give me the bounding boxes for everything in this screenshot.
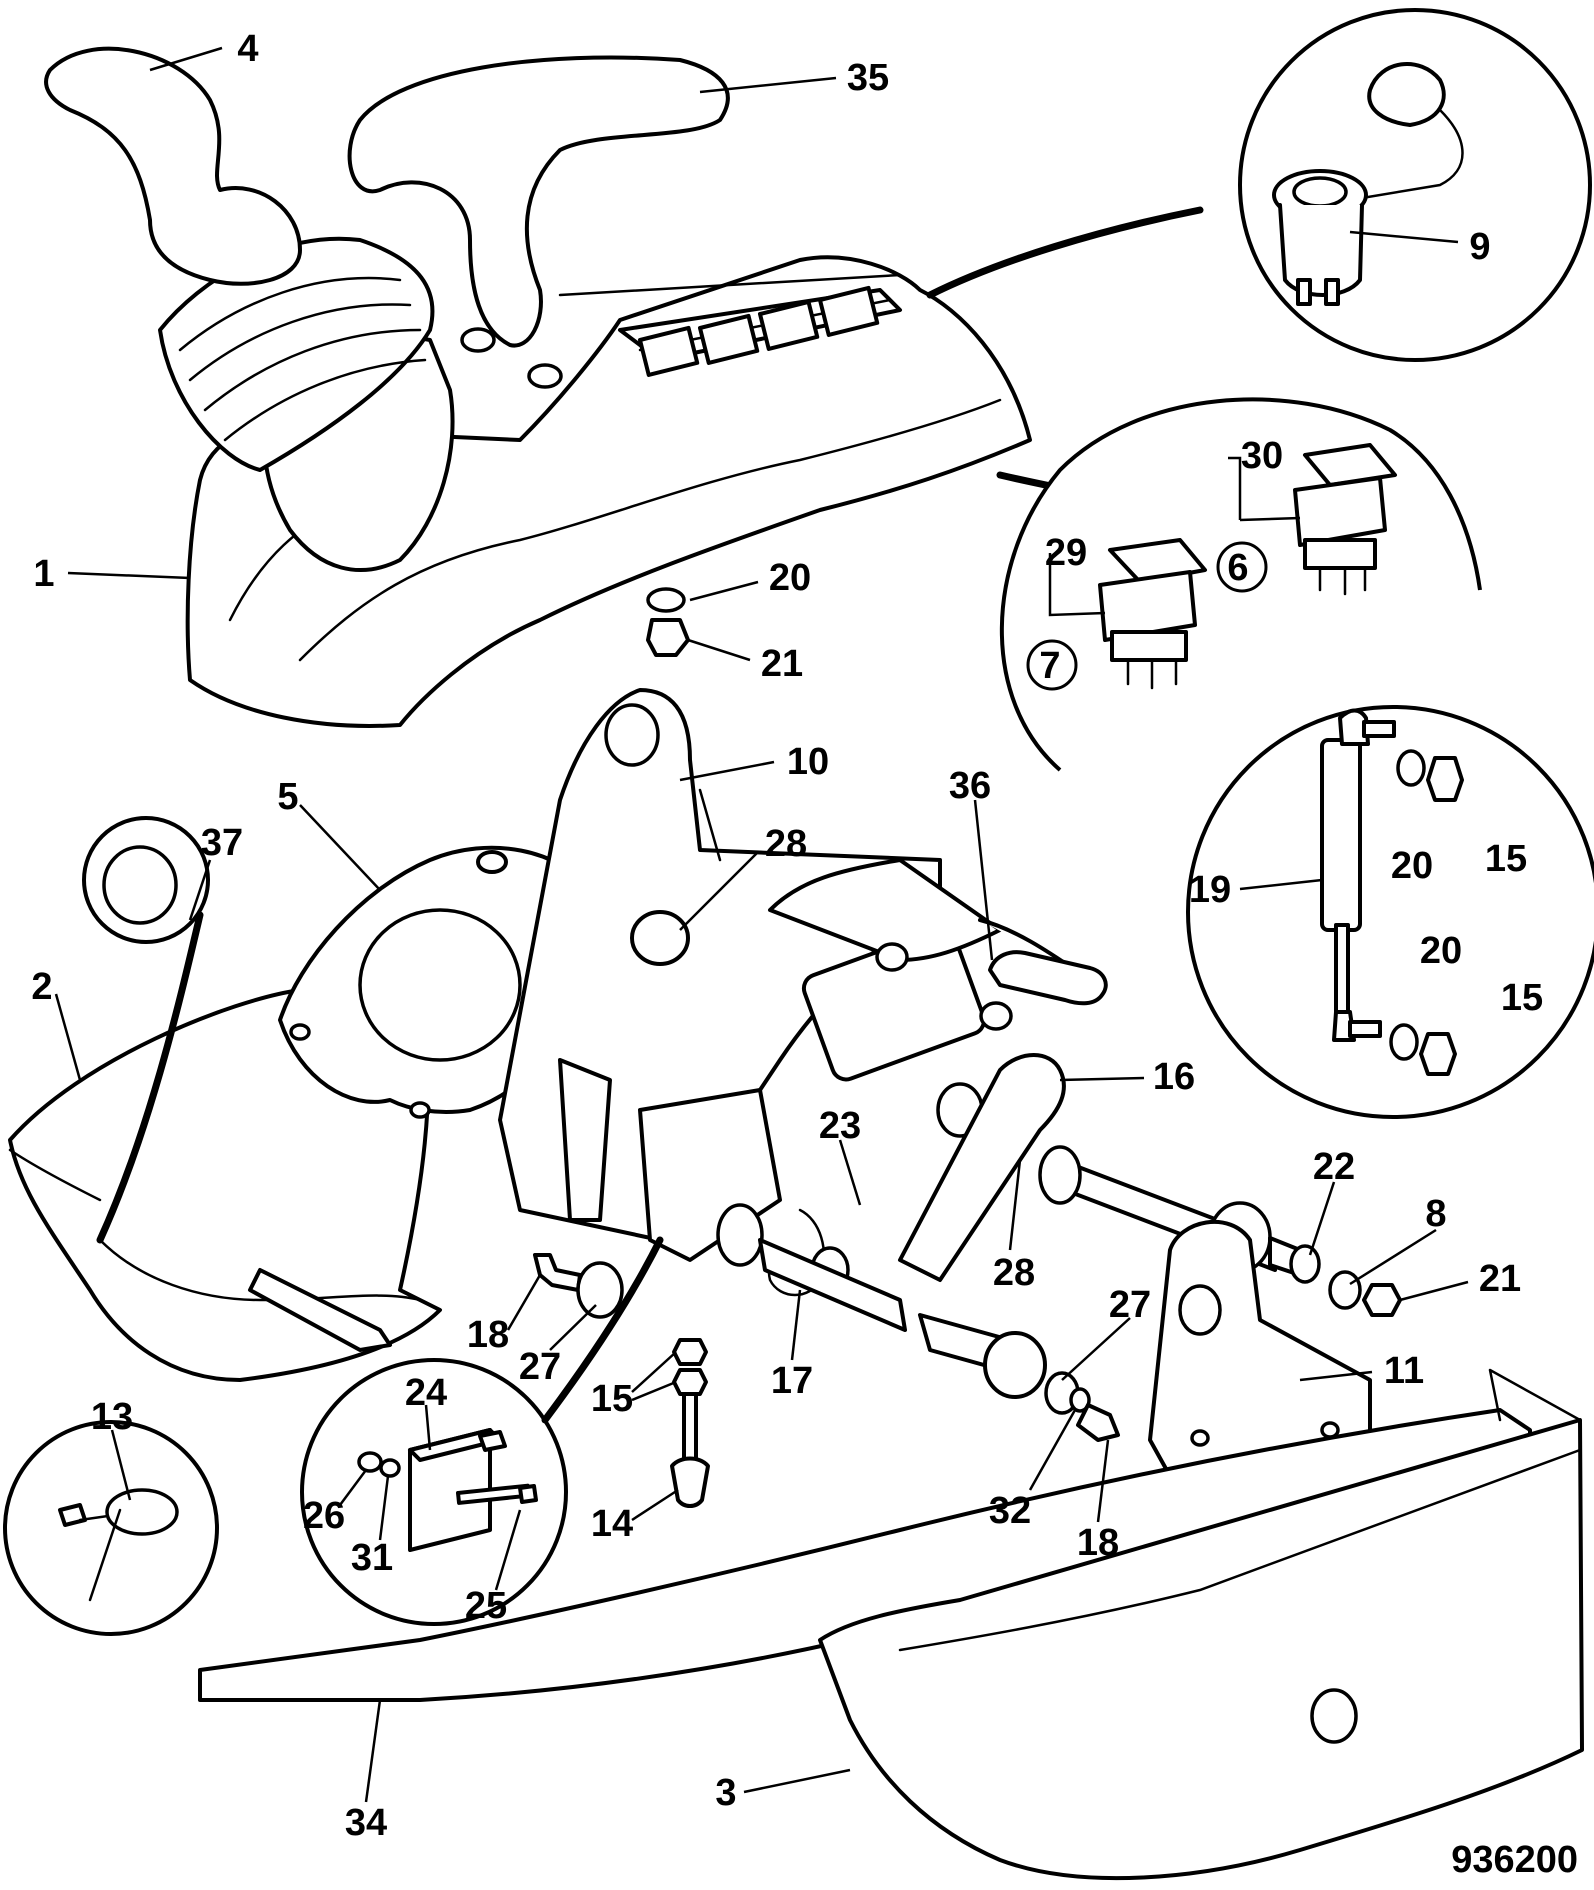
stop-bolt	[670, 1338, 710, 1508]
callout-label: 28	[765, 823, 807, 865]
inset-grommet	[82, 816, 210, 1244]
callout-label: 35	[847, 57, 889, 99]
cable-to-relay	[541, 1236, 664, 1424]
callout-label: 4	[237, 28, 258, 70]
callout-label: 15	[1485, 838, 1527, 880]
callout-label: 21	[761, 643, 803, 685]
armrest	[347, 55, 730, 348]
callout-label: 27	[519, 1346, 561, 1388]
callout-label: 15	[591, 1378, 633, 1420]
fasteners-left	[533, 1253, 624, 1319]
console-cover	[185, 255, 1032, 728]
inset-gas-strut	[1186, 705, 1594, 1119]
leader-lines	[54, 46, 1469, 1803]
callout-label: 8	[1425, 1193, 1446, 1235]
callout-labels: 4 35 9 30 29 6 7 20 21 1 10 5 37 28 36 19 20 15 20 15 2 16 23 2…	[31, 28, 1543, 1844]
callout-label: 36	[949, 765, 991, 807]
callout-label: 15	[1501, 977, 1543, 1019]
callout-label: 18	[467, 1314, 509, 1356]
callout-label: 5	[277, 776, 298, 818]
callout-label: 11	[1384, 1350, 1424, 1392]
callout-label: 28	[993, 1252, 1035, 1294]
callout-label: 24	[405, 1372, 447, 1414]
main-frame	[498, 688, 1108, 1262]
callout-label: 37	[201, 822, 243, 864]
callout-label: 29	[1045, 532, 1087, 574]
callout-label: 13	[91, 1396, 133, 1438]
callout-label: 17	[771, 1360, 813, 1402]
inset-socket	[1238, 8, 1592, 362]
callout-label: 20	[1391, 845, 1433, 887]
callout-label: 14	[591, 1503, 633, 1545]
joystick	[44, 46, 455, 572]
callout-label: 3	[715, 1772, 736, 1814]
callout-label: 10	[787, 741, 829, 783]
inset-switches	[999, 397, 1482, 772]
callout-label: 20	[769, 557, 811, 599]
washer-nut-20-21	[646, 587, 690, 657]
callout-label: 1	[33, 553, 54, 595]
callout-label: 30	[1241, 435, 1283, 477]
callout-label: 27	[1109, 1284, 1151, 1326]
callout-label: 18	[1077, 1522, 1119, 1564]
callout-label: 31	[351, 1537, 393, 1579]
cable-to-socket	[926, 206, 1204, 299]
callout-label: 22	[1313, 1146, 1355, 1188]
callout-label: 2	[31, 966, 52, 1008]
callout-label: 6	[1227, 547, 1248, 589]
callout-label: 23	[819, 1105, 861, 1147]
drawing-number: 936200	[1451, 1839, 1578, 1881]
callout-label: 20	[1420, 930, 1462, 972]
callout-label: 25	[465, 1585, 507, 1627]
callout-label: 21	[1479, 1258, 1521, 1300]
callout-label: 34	[345, 1802, 387, 1844]
lever-assembly	[716, 1053, 1402, 1532]
callout-label: 32	[989, 1490, 1031, 1532]
inset-relay	[300, 1358, 568, 1626]
callout-label: 7	[1039, 645, 1060, 687]
inset-clamp	[3, 1420, 219, 1636]
callout-label: 19	[1189, 869, 1231, 911]
callout-label: 26	[303, 1495, 345, 1537]
callout-label: 9	[1469, 226, 1490, 268]
lower-right-cover	[198, 1368, 1584, 1881]
callout-label: 16	[1153, 1056, 1195, 1098]
